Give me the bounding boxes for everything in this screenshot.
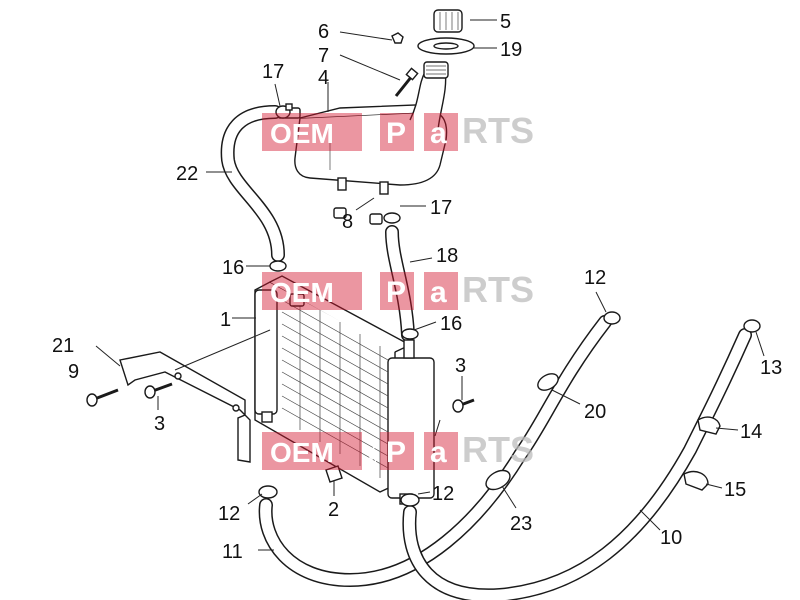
callout-20: 20 bbox=[584, 401, 606, 423]
callout-19: 19 bbox=[500, 39, 522, 61]
callout-22: 22 bbox=[176, 163, 198, 185]
radiator-clip bbox=[325, 465, 343, 483]
callout-12-left: 12 bbox=[218, 503, 240, 525]
hose-clamp-12-left bbox=[258, 485, 278, 499]
callout-12-top: 12 bbox=[584, 267, 606, 289]
callout-4: 4 bbox=[318, 67, 329, 89]
watermark-bottom: OEM BIKE P a RTS bbox=[262, 429, 534, 470]
hose-clamp-16-left bbox=[269, 260, 287, 272]
svg-text:BIKE: BIKE bbox=[367, 438, 379, 464]
cap-gasket-inner bbox=[433, 42, 459, 50]
callout-9: 9 bbox=[68, 361, 79, 383]
svg-text:RTS: RTS bbox=[462, 269, 534, 310]
svg-text:RTS: RTS bbox=[462, 110, 534, 151]
radiator-core bbox=[281, 299, 389, 478]
callout-17-top: 17 bbox=[262, 61, 284, 83]
callout-3-left: 3 bbox=[154, 413, 165, 435]
callout-16-right: 16 bbox=[440, 313, 462, 335]
svg-text:P: P bbox=[386, 436, 406, 469]
callout-17-mid: 17 bbox=[430, 197, 452, 219]
clip-8-left bbox=[333, 207, 347, 219]
hose-clip-15 bbox=[683, 470, 709, 491]
screw-9 bbox=[86, 388, 119, 407]
screw-3-left bbox=[144, 382, 173, 399]
callout-18: 18 bbox=[436, 245, 458, 267]
screw-3-right bbox=[452, 398, 475, 413]
radiator-bracket bbox=[119, 351, 251, 463]
callout-8: 8 bbox=[342, 211, 353, 233]
hose-clamp-17-top bbox=[275, 103, 293, 119]
hose-clamp-12-right bbox=[400, 493, 420, 507]
expansion-tank bbox=[277, 61, 449, 195]
callout-21: 21 bbox=[52, 335, 74, 357]
hose-clamp-13 bbox=[743, 319, 761, 333]
svg-text:BIKE: BIKE bbox=[367, 119, 379, 145]
hose-18 bbox=[385, 225, 415, 342]
callout-10: 10 bbox=[660, 527, 682, 549]
svg-text:OEM: OEM bbox=[270, 118, 334, 149]
callout-12-right: 12 bbox=[432, 483, 454, 505]
svg-text:a: a bbox=[430, 276, 447, 309]
callout-11: 11 bbox=[222, 541, 243, 563]
watermark-middle: OEM BIKE P a RTS bbox=[262, 269, 534, 310]
callout-7: 7 bbox=[318, 45, 329, 67]
hose-10 bbox=[402, 328, 752, 600]
callout-16-left: 16 bbox=[222, 257, 244, 279]
callout-23: 23 bbox=[510, 513, 532, 535]
watermark-top: OEM BIKE P a RTS bbox=[262, 110, 534, 151]
hose-clamp-17-mid bbox=[383, 212, 401, 224]
callout-14: 14 bbox=[740, 421, 762, 443]
svg-text:a: a bbox=[430, 117, 447, 150]
hose-clip-14 bbox=[697, 416, 721, 435]
svg-text:a: a bbox=[430, 436, 447, 469]
callout-15: 15 bbox=[724, 479, 746, 501]
tank-cap bbox=[433, 9, 463, 33]
callout-1: 1 bbox=[220, 309, 231, 331]
callout-5: 5 bbox=[500, 11, 511, 33]
callout-3-right: 3 bbox=[455, 355, 466, 377]
svg-text:P: P bbox=[386, 117, 406, 150]
hose-clamp-20 bbox=[537, 373, 559, 391]
callout-13: 13 bbox=[760, 357, 782, 379]
svg-text:RTS: RTS bbox=[462, 429, 534, 470]
nut bbox=[391, 32, 404, 44]
callout-labels: 5 6 19 7 17 4 22 17 8 16 18 12 1 16 21 1… bbox=[52, 11, 782, 563]
svg-text:BIKE: BIKE bbox=[367, 278, 379, 304]
hose-11 bbox=[258, 315, 612, 587]
leader-lines bbox=[95, 19, 765, 551]
svg-text:P: P bbox=[386, 276, 406, 309]
callout-6: 6 bbox=[318, 21, 329, 43]
hose-clamp-12-top bbox=[603, 311, 621, 325]
svg-text:OEM: OEM bbox=[270, 277, 334, 308]
hose-clamp-16-right bbox=[401, 328, 419, 340]
clip-8-right bbox=[369, 213, 383, 225]
callout-2: 2 bbox=[328, 499, 339, 521]
hose-22 bbox=[220, 105, 285, 262]
tank-bolt bbox=[394, 67, 419, 97]
svg-text:OEM: OEM bbox=[270, 437, 334, 468]
